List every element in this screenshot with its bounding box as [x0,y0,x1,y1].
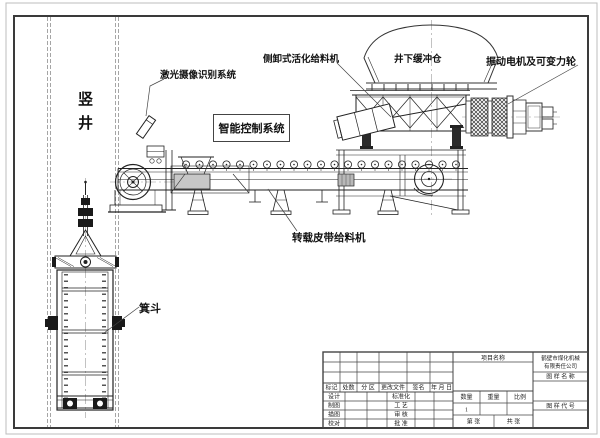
title-block-text: 项目名称 鹤壁市煤化机械 有限责任公司 图 样 名 称 图 样 代 号 数量 重… [325,354,580,428]
vibration-motor-drawing [465,95,557,139]
project-name-label: 项目名称 [481,354,505,362]
company-name-line2: 有限责任公司 [544,362,577,370]
weight-label: 重量 [487,393,499,401]
role-draft: 制图 [328,402,340,410]
leader-lines [103,62,579,334]
rev-header-date: 年 月 日 [431,384,452,392]
label-underground-buffer-bin: 井下缓冲仓 [394,55,442,65]
rev-header-count: 处数 [342,384,354,392]
role-approve: 批 准 [394,420,408,428]
label-side-dump-feeder: 侧卸式活化给料机 [263,55,340,65]
head-pulley [108,145,176,213]
label-vertical-shaft: 竖井 [76,91,92,139]
quantity-value: 1 [465,408,468,414]
role-process: 工 艺 [394,402,408,410]
sheet-total-label: 共 张 [507,418,521,426]
label-laser-camera-system: 激光摄像识别系统 [160,71,237,81]
skip-bucket-drawing [45,180,125,411]
drawing-code-label: 图 样 代 号 [546,402,575,410]
sheet-no-label: 第 张 [467,418,481,426]
laser-camera-drawing [135,114,157,140]
rev-header-zone: 分 区 [361,384,375,392]
loading-skirt [170,156,250,194]
label-intelligent-control-system: 智能控制系统 [213,114,290,142]
rev-header-docno: 更改文件 [381,384,405,392]
company-name-line1: 鹤壁市煤化机械 [541,354,580,362]
label-skip-bucket: 箕斗 [139,303,161,315]
scale-label: 比例 [514,393,526,401]
drawing-name-label: 图 样 名 称 [546,373,575,381]
rev-header-signature: 签名 [412,384,424,392]
role-check: 校对 [328,420,340,428]
drive-station-drawing [332,149,470,215]
buffer-bin-drawing [363,24,499,90]
drawing-border [5,2,598,435]
rev-header-mark: 标记 [325,384,337,392]
role-design: 设计 [328,393,340,401]
label-transfer-belt-feeder: 转载皮带给料机 [292,233,366,244]
title-block-grid [322,351,589,429]
conveyor-legs [187,189,399,215]
role-audit: 审 核 [394,411,408,419]
quantity-label: 数量 [460,393,472,401]
role-trace: 描图 [328,411,340,419]
discharge-chute [333,103,396,141]
vertical-shaft-walls [47,17,119,427]
label-vibration-motor: 振动电机及可变力轮 [486,57,576,68]
belt-conveyor-drawing [108,145,468,215]
role-standardization: 标准化 [392,393,410,401]
